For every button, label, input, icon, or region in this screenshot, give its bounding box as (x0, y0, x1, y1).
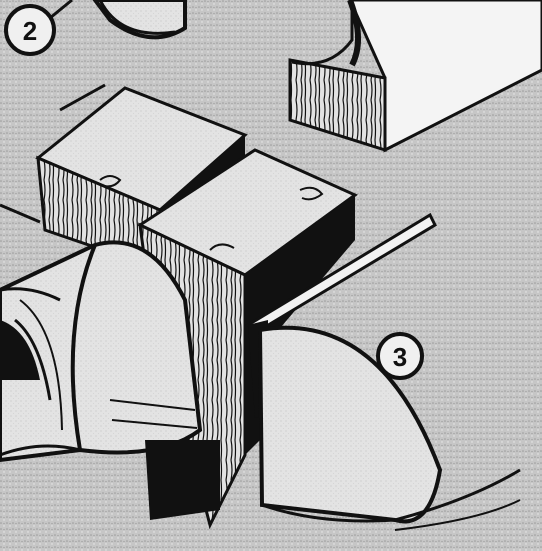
callout-3-label: 3 (393, 342, 407, 372)
callout-2-label: 2 (23, 16, 37, 46)
callout-2: 2 (6, 6, 54, 54)
callout-3: 3 (378, 334, 422, 378)
base-shadow (145, 440, 220, 520)
